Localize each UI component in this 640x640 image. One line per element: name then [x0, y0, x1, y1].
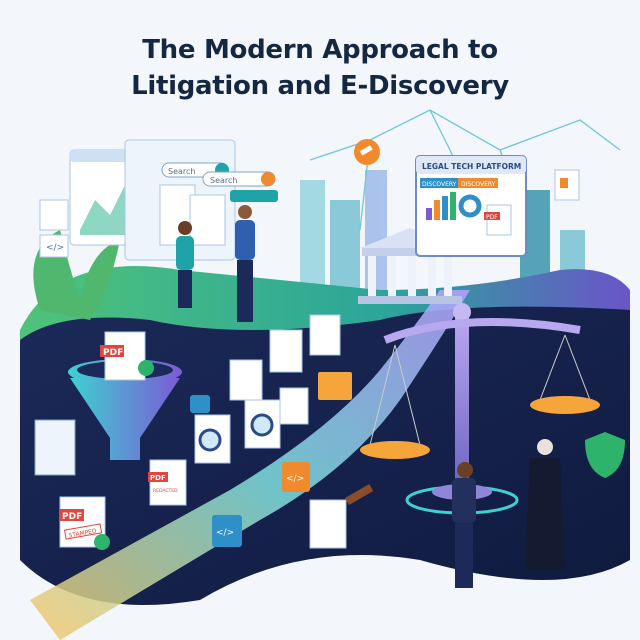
svg-text:REDACTED: REDACTED	[153, 488, 178, 494]
redacted-pdf-document: PDF REDACTED	[148, 459, 187, 506]
folder-icon	[318, 372, 352, 400]
page-title: The Modern Approach to Litigation and E-…	[0, 32, 640, 104]
platform-title: LEGAL TECH PLATFORM	[422, 162, 521, 171]
donut-chart-icon	[458, 194, 482, 218]
svg-text:Search: Search	[210, 176, 237, 185]
bar-chart-icon	[426, 192, 456, 220]
magnifier-icon	[198, 428, 222, 452]
tab-discovery-active[interactable]	[458, 178, 498, 188]
document	[309, 499, 347, 549]
svg-text:</>: </>	[286, 474, 304, 484]
title-line-1: The Modern Approach to	[142, 35, 498, 65]
legal-tech-platform-window: LEGAL TECH PLATFORM DISCOVERY DISCOVERY …	[415, 155, 527, 257]
search-icon[interactable]	[261, 172, 275, 186]
stamped-pdf-document: PDF STAMPED	[59, 496, 110, 550]
code-icon: </>	[46, 243, 64, 253]
svg-text:PDF: PDF	[103, 348, 123, 358]
check-icon	[94, 534, 110, 550]
gavel-icon	[345, 484, 374, 505]
code-window	[34, 419, 76, 476]
svg-text:STAMPED: STAMPED	[68, 528, 97, 540]
document-review	[194, 314, 341, 464]
shield-check-icon	[585, 432, 625, 478]
pdf-document: PDF	[100, 331, 154, 381]
svg-text:DISCOVERY: DISCOVERY	[422, 181, 457, 188]
tab-discovery[interactable]	[420, 178, 458, 188]
people-presenting	[176, 205, 255, 322]
svg-text:Search: Search	[168, 167, 195, 176]
svg-text:PDF: PDF	[62, 512, 82, 522]
svg-text:PDF: PDF	[486, 214, 498, 221]
hill	[20, 266, 630, 340]
people-in-court	[452, 439, 565, 588]
data-stream-path	[30, 290, 470, 640]
svg-text:PDF: PDF	[150, 474, 166, 482]
code-card: </> </>	[190, 395, 310, 547]
check-icon	[138, 360, 154, 376]
magnifier-icon	[250, 413, 274, 437]
svg-text:DISCOVERY: DISCOVERY	[461, 181, 496, 188]
title-line-2: Litigation and E-Discovery	[131, 71, 509, 101]
svg-text:</>: </>	[216, 528, 234, 538]
search-panel: Search Search	[124, 139, 278, 261]
